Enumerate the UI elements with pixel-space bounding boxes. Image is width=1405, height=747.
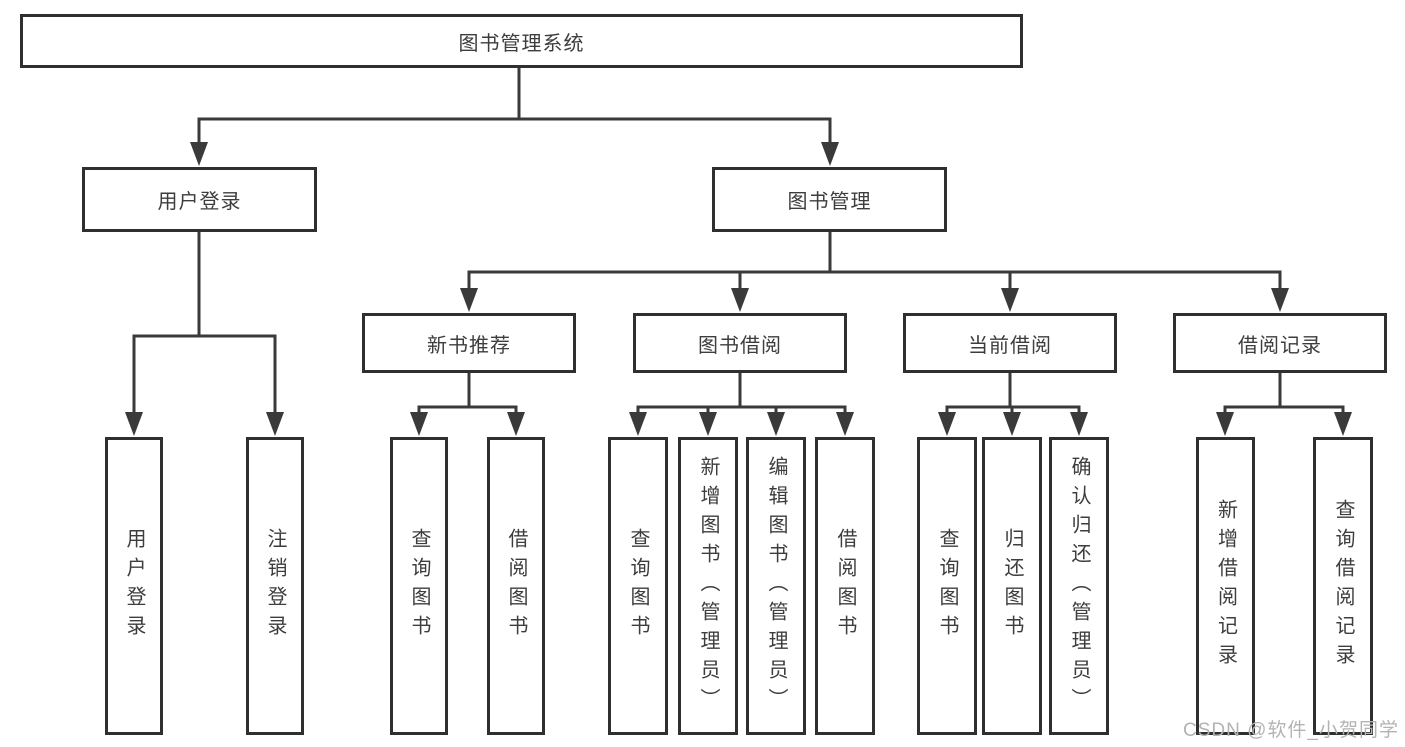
node-current-borrowing: 当前借阅: [903, 313, 1117, 373]
node-user-login: 用户登录: [82, 167, 317, 232]
node-book-borrowing: 图书借阅: [633, 313, 847, 373]
leaf-user-login: 用户登录: [105, 437, 163, 735]
leaf-borrow-books-recommend: 借阅图书: [487, 437, 545, 735]
leaf-query-books-recommend: 查询图书: [390, 437, 448, 735]
node-borrowing-records: 借阅记录: [1173, 313, 1387, 373]
leaf-add-books-admin: 新增图书（管理员）: [678, 437, 738, 735]
leaf-query-borrow-record: 查询借阅记录: [1313, 437, 1373, 735]
leaf-logout: 注销登录: [246, 437, 304, 735]
leaf-add-borrow-record: 新增借阅记录: [1196, 437, 1255, 735]
leaf-confirm-return-admin: 确认归还（管理员）: [1049, 437, 1109, 735]
csdn-watermark: CSDN @软件_小贺同学: [1183, 720, 1399, 741]
leaf-edit-books-admin: 编辑图书（管理员）: [746, 437, 806, 735]
leaf-borrow-books: 借阅图书: [815, 437, 875, 735]
node-new-book-recommendation: 新书推荐: [362, 313, 576, 373]
leaf-query-books-current: 查询图书: [917, 437, 977, 735]
leaf-return-books: 归还图书: [982, 437, 1042, 735]
node-library-management-system: 图书管理系统: [20, 14, 1023, 68]
node-book-management: 图书管理: [712, 167, 947, 232]
leaf-query-books-borrowing: 查询图书: [608, 437, 668, 735]
